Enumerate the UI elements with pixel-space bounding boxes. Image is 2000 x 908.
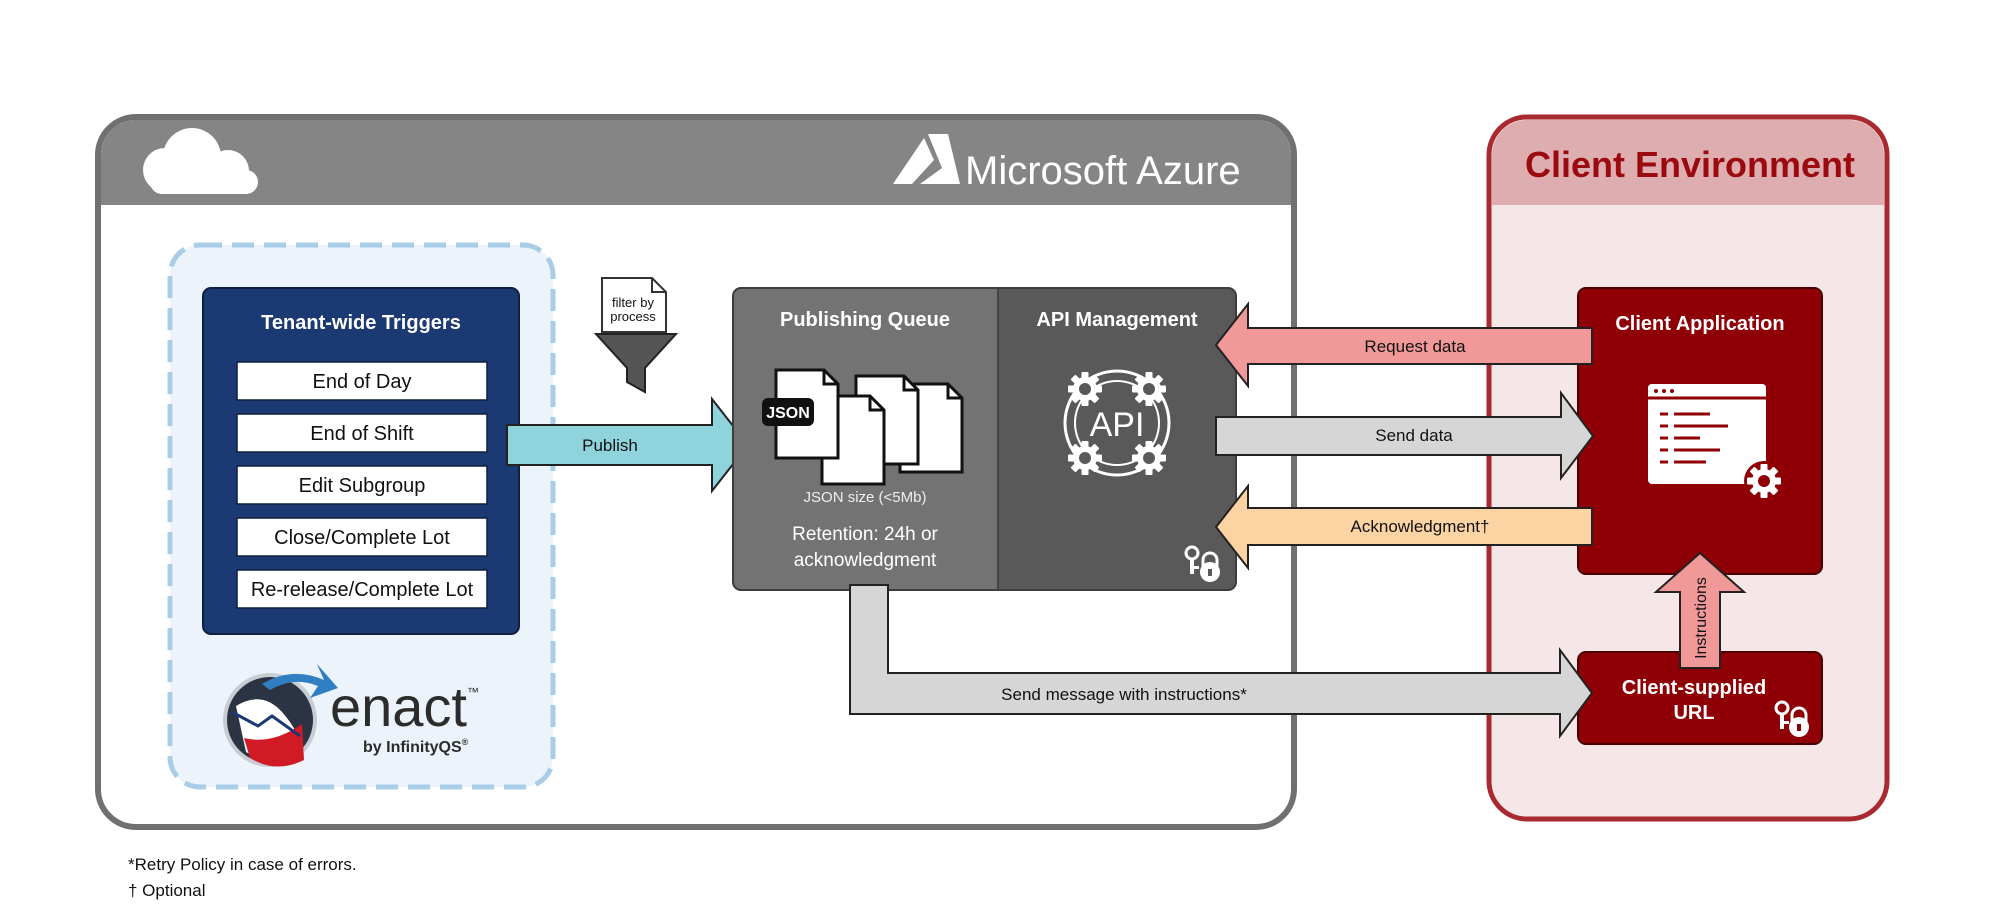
json-size-label: JSON size (<5Mb) — [804, 489, 927, 506]
api-icon-text: API — [1090, 406, 1145, 444]
azure-logo-icon — [893, 134, 960, 184]
enact-logo: enact™ by InfinityQS® — [223, 664, 479, 767]
trigger-item: Re-release/Complete Lot — [236, 569, 488, 609]
request-data-arrow: Request data — [1214, 301, 1593, 389]
api-gears-icon: API — [1063, 369, 1171, 477]
trigger-item: Close/Complete Lot — [236, 517, 488, 557]
enact-name: enact™ — [330, 675, 479, 738]
footnote-retry: *Retry Policy in case of errors. — [128, 855, 357, 874]
filter-funnel-icon: filter by process — [593, 277, 679, 394]
request-data-label: Request data — [1364, 337, 1466, 356]
client-app-title: Client Application — [1615, 313, 1784, 335]
client-application-box: Client Application — [1577, 287, 1823, 575]
client-url-line2: URL — [1673, 702, 1714, 724]
json-badge: JSON — [766, 405, 810, 422]
api-title: API Management — [1036, 309, 1197, 331]
queue-title: Publishing Queue — [780, 309, 950, 331]
send-message-label: Send message with instructions* — [1001, 685, 1247, 704]
acknowledgment-label: Acknowledgment† — [1351, 517, 1490, 536]
instructions-label: Instructions — [1693, 577, 1710, 659]
key-lock-icon — [1774, 700, 1809, 737]
filter-label-line1: filter by — [612, 295, 654, 310]
api-management-box: API Management API — [997, 287, 1237, 591]
client-url-box: Client-supplied URL — [1577, 651, 1823, 745]
client-url-line1: Client-supplied — [1622, 677, 1766, 699]
json-documents-icon: JSON — [762, 368, 964, 486]
app-window-icon — [1648, 384, 1766, 484]
send-message-arrow: Send message with instructions* — [849, 584, 1594, 740]
client-environment-title: Client Environment — [1525, 144, 1855, 185]
triggers-title: Tenant-wide Triggers — [261, 312, 461, 334]
trigger-item: Edit Subgroup — [236, 465, 488, 505]
trigger-item-label: Edit Subgroup — [299, 475, 426, 497]
trigger-item-label: Close/Complete Lot — [274, 527, 450, 549]
key-lock-icon — [1184, 545, 1220, 582]
filter-label-line2: process — [610, 309, 656, 324]
trigger-item-label: Re-release/Complete Lot — [251, 579, 474, 601]
enact-byline: by InfinityQS® — [363, 737, 469, 756]
retention-line1: Retention: 24h or — [792, 524, 938, 545]
footnote-optional: † Optional — [128, 881, 206, 900]
send-data-label: Send data — [1375, 426, 1453, 445]
trigger-item-label: End of Day — [313, 371, 412, 393]
azure-title: Microsoft Azure — [965, 149, 1241, 193]
instructions-arrow: Instructions — [1653, 551, 1747, 669]
cloud-icon — [143, 128, 258, 194]
trigger-item: End of Shift — [236, 413, 488, 453]
send-data-arrow: Send data — [1215, 389, 1595, 481]
publishing-queue-box: Publishing Queue JSON JSON size (<5Mb) R… — [732, 287, 999, 591]
trigger-item-label: End of Shift — [310, 423, 414, 445]
publish-label: Publish — [582, 436, 638, 455]
retention-line2: acknowledgment — [794, 550, 937, 571]
acknowledgment-arrow: Acknowledgment† — [1214, 483, 1593, 571]
gear-icon — [1744, 461, 1784, 501]
publish-arrow: Publish — [506, 396, 750, 494]
trigger-item: End of Day — [236, 361, 488, 401]
